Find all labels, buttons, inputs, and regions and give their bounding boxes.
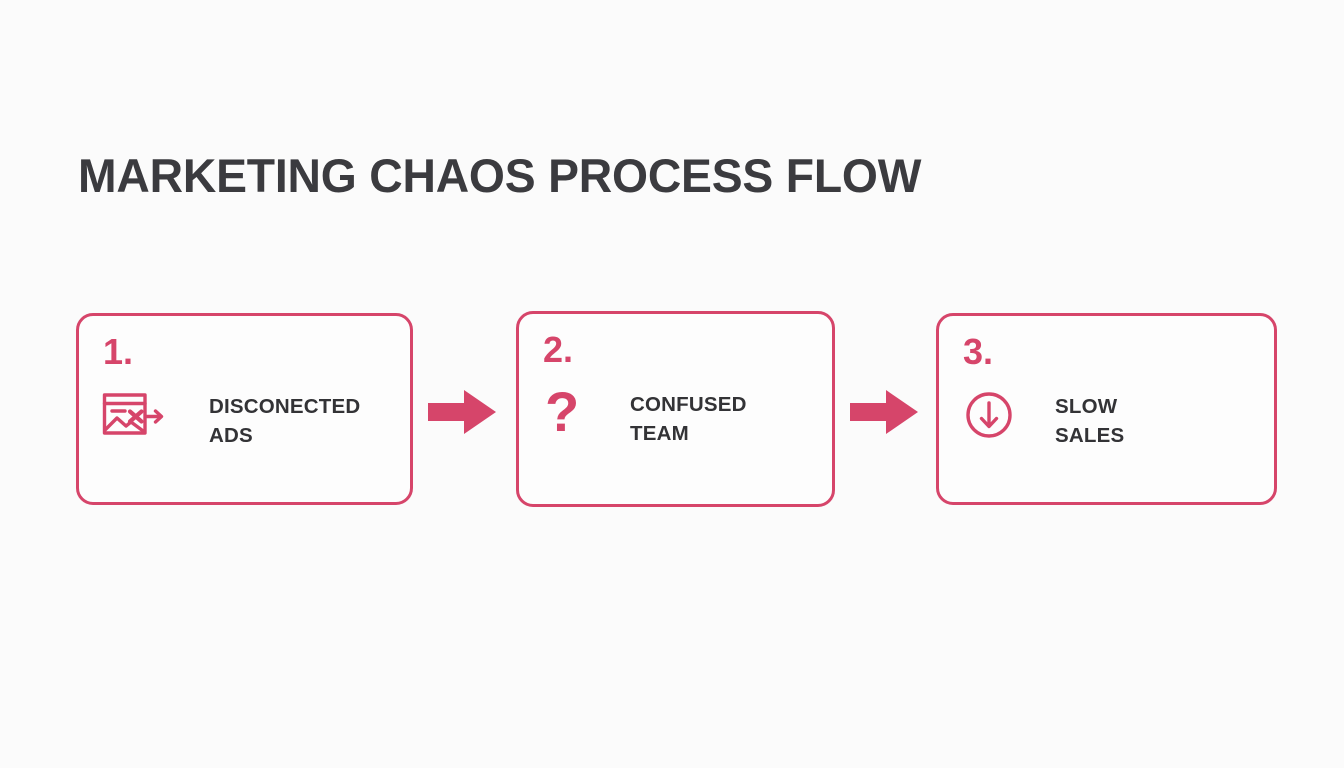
circle-arrow-down-icon	[961, 386, 1025, 444]
arrow-right-icon-1	[428, 390, 498, 434]
flow-step-card-2[interactable]: 2. ? CONFUSED TEAM	[516, 311, 835, 507]
step-number-2: 2.	[543, 329, 574, 370]
flow-step-card-3[interactable]: 3. SLOW SALES	[936, 313, 1277, 505]
step-number-3: 3.	[963, 331, 994, 372]
step-label-2: CONFUSED TEAM	[630, 393, 747, 446]
arrow-right-icon-2	[850, 390, 920, 434]
step-label-1: DISCONECTED ADS	[209, 395, 361, 448]
page-title: MARKETING CHAOS PROCESS FLOW	[78, 149, 922, 202]
process-flow-row: 1. DISCONECTED AD	[0, 311, 1344, 511]
step-label-3: SLOW SALES	[1055, 395, 1125, 448]
question-mark-icon: ?	[541, 379, 605, 443]
broken-ad-image-icon	[101, 386, 165, 444]
question-mark-glyph: ?	[545, 379, 580, 443]
flow-step-card-1[interactable]: 1. DISCONECTED AD	[76, 313, 413, 505]
step-number-1: 1.	[103, 331, 134, 372]
